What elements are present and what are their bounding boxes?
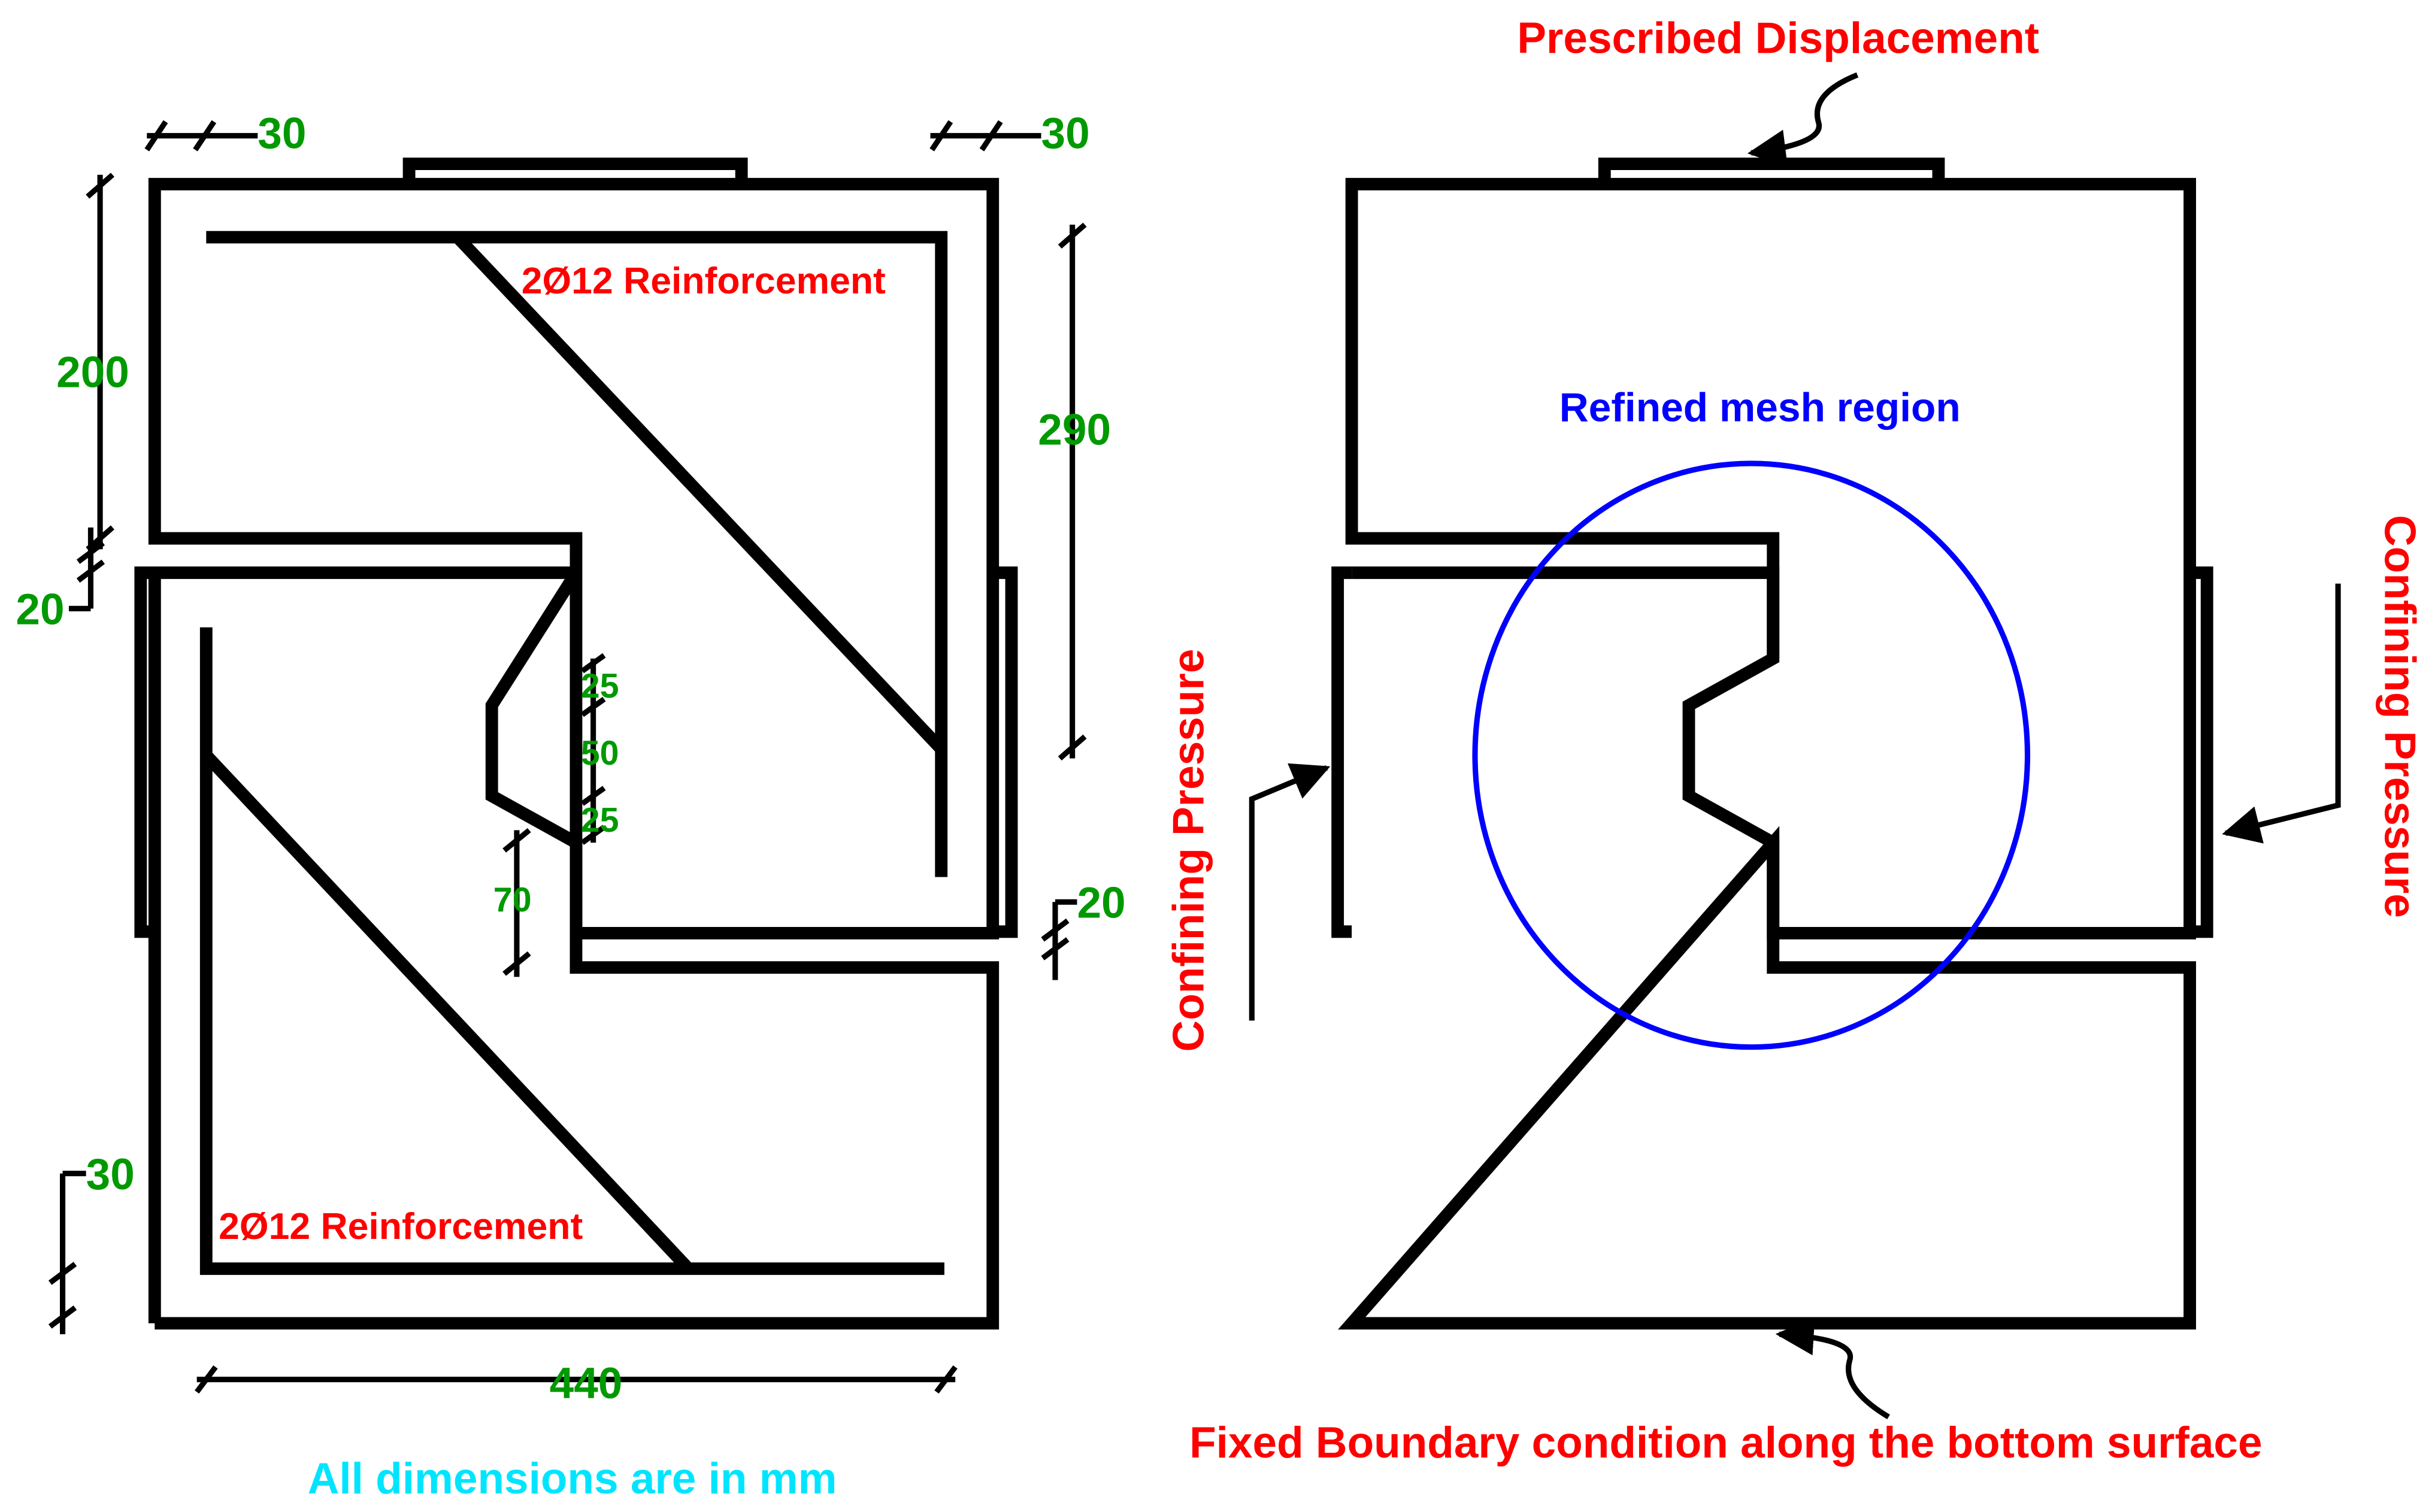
dim-notch-50: 50 xyxy=(581,734,619,772)
left-dimension-texts: 30 30 200 20 290 25 50 25 70 20 30 440 2… xyxy=(16,110,1125,1503)
right-right-side-plate xyxy=(2189,566,2213,938)
confining-pressure-right-arrow xyxy=(2222,583,2341,844)
dim-notch-25-bottom: 25 xyxy=(581,801,619,840)
dim-width-440: 440 xyxy=(550,1359,623,1408)
upper-block-outline xyxy=(148,178,1000,940)
left-side-plate xyxy=(134,566,155,938)
left-specimen xyxy=(134,157,1018,1330)
right-specimen xyxy=(1249,72,2341,1420)
fixed-boundary-arrow xyxy=(1775,1317,1890,1420)
prescribed-displacement-arrow xyxy=(1747,72,1859,168)
label-fixed-boundary: Fixed Boundary condition along the botto… xyxy=(1189,1419,2262,1467)
right-side-plate xyxy=(992,566,1018,938)
top-loading-plate xyxy=(402,157,748,184)
dim-top-cover-right: 30 xyxy=(1041,110,1090,158)
lower-reinforcement xyxy=(199,627,944,1275)
right-labels: Prescribed Displacement Refined mesh reg… xyxy=(1165,14,2424,1467)
refined-mesh-circle xyxy=(1472,460,2031,1050)
label-refined-mesh: Refined mesh region xyxy=(1559,386,1961,431)
dim-height-200: 200 xyxy=(56,348,129,396)
dim-height-70: 70 xyxy=(493,881,532,919)
dim-gap-20-right: 20 xyxy=(1077,878,1125,927)
dim-top-cover-left: 30 xyxy=(258,110,306,158)
left-dimension-lines xyxy=(48,120,1087,1394)
right-upper-block-outline xyxy=(1345,178,2196,940)
dim-height-290: 290 xyxy=(1038,406,1111,454)
upper-reinforcement xyxy=(206,231,948,877)
label-reinforcement-bottom: 2Ø12 Reinforcement xyxy=(219,1205,583,1247)
dim-bottom-cover-30: 30 xyxy=(86,1150,135,1199)
label-prescribed-displacement: Prescribed Displacement xyxy=(1517,14,2039,63)
label-units-note: All dimensions are in mm xyxy=(308,1455,837,1503)
dim-gap-20-left: 20 xyxy=(16,585,64,634)
confining-pressure-left-arrow xyxy=(1249,763,1331,1021)
label-reinforcement-top: 2Ø12 Reinforcement xyxy=(522,260,886,302)
right-lower-block-outline xyxy=(1338,566,2196,1330)
right-left-side-plate xyxy=(1331,566,1352,938)
dim-notch-25-top: 25 xyxy=(581,667,619,705)
label-confining-pressure-right: Confining Pressure xyxy=(2375,515,2424,918)
label-confining-pressure-left: Confining Pressure xyxy=(1165,649,1213,1052)
